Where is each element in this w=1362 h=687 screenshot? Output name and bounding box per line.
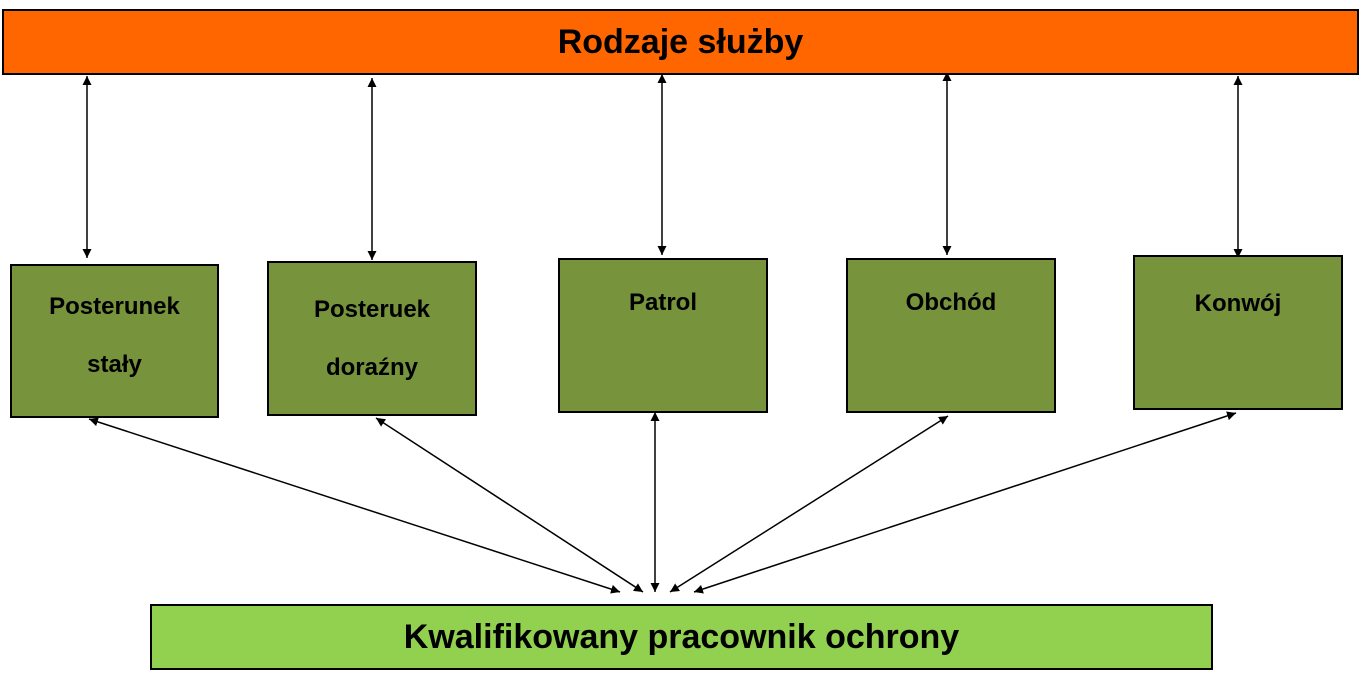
service-box-label: Posteruek bbox=[313, 296, 431, 323]
connector-box-1-bottom bbox=[88, 417, 621, 594]
service-box-patrol: Patrol bbox=[558, 258, 768, 413]
service-box-label: doraźny bbox=[325, 354, 418, 381]
qualified-guard-box: Kwalifikowany pracownik ochrony bbox=[150, 604, 1213, 670]
service-box-temporary-post: Posteruek doraźny bbox=[267, 261, 477, 416]
service-box-label: Obchód bbox=[905, 289, 997, 316]
service-box-label: Patrol bbox=[628, 289, 697, 316]
service-box-fixed-post: Posterunek stały bbox=[10, 264, 219, 418]
service-types-header: Rodzaje służby bbox=[2, 9, 1359, 75]
connector-box-2-bottom bbox=[375, 417, 644, 593]
service-box-label: Posterunek bbox=[49, 293, 180, 320]
service-box-label: stały bbox=[87, 351, 142, 378]
service-types-header-label: Rodzaje służby bbox=[557, 22, 804, 61]
connector-box-4-bottom bbox=[669, 415, 949, 593]
connector-box-5-bottom bbox=[693, 411, 1237, 594]
service-box-label: Konwój bbox=[1194, 290, 1282, 317]
service-box-convoy: Konwój bbox=[1133, 255, 1343, 410]
service-box-round: Obchód bbox=[846, 258, 1056, 413]
qualified-guard-label: Kwalifikowany pracownik ochrony bbox=[403, 617, 960, 656]
